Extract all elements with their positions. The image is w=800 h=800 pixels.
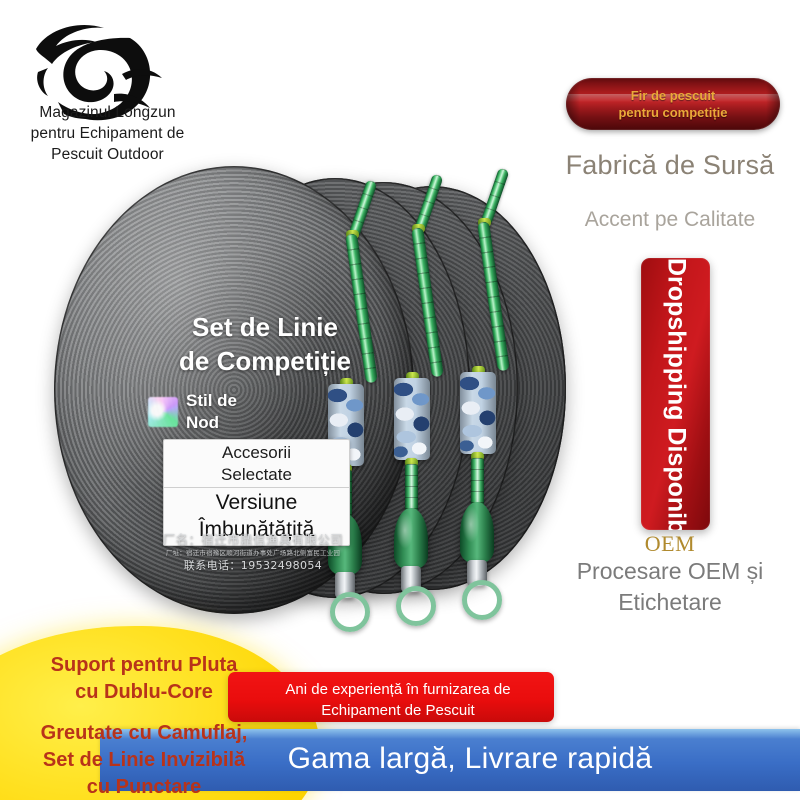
pill-text: Fir de pescuit pentru competiție: [566, 78, 780, 130]
dropshipping-banner-text: Dropshipping Disponibil: [662, 258, 690, 530]
swivel-ring-3: [462, 580, 502, 620]
accessories-line-1: Accesorii: [222, 443, 291, 462]
product-title: Set de Linie de Competiție: [140, 310, 390, 378]
feature-camo-line-3: cu Punctare: [86, 776, 202, 798]
metal-barrel-3: [467, 560, 487, 586]
stem-nub-2: [406, 372, 419, 381]
pill-cap-left: [566, 78, 580, 130]
oem-subtitle-line-2: Etichetare: [618, 589, 722, 615]
pill-line-1: Fir de pescuit: [630, 88, 716, 103]
product-spools-group: Set de Linie de Competiție Stil de Nod A…: [48, 162, 568, 632]
yellow-features-text: Suport pentru Pluta cu Dublu-Core Greuta…: [0, 652, 294, 800]
camo-weight-3: [460, 372, 496, 454]
dragon-swirl-logo-icon: [18, 16, 168, 131]
iridescent-sparkle-icon: [148, 397, 178, 427]
manufacturer-address-cn: 厂址：宿迁市宿豫区顺河街道办事处广场路北侧富民工业园: [165, 549, 341, 557]
float-stem-3: [477, 221, 510, 372]
swivel-ring-2: [396, 586, 436, 626]
accessories-line-2: Selectate: [221, 465, 292, 484]
fishing-rig-3: [452, 160, 522, 640]
feature-float-support: Suport pentru Pluta cu Dublu-Core: [0, 652, 294, 706]
stem-nub-3: [472, 366, 485, 375]
experience-line-2: Echipament de Pescuit: [321, 702, 475, 719]
green-bead-3: [460, 502, 494, 564]
quality-focus-heading: Accent pe Calitate: [584, 208, 756, 231]
metal-barrel-2: [401, 566, 421, 592]
feature-camo-weight: Greutate cu Camuflaj, Set de Linie Inviz…: [0, 720, 294, 800]
sleeve-nub-3: [471, 452, 484, 461]
source-factory-heading: Fabrică de Sursă: [565, 150, 775, 180]
experience-red-banner: [228, 672, 554, 722]
store-name-line-1: Magazinul Longzun: [39, 104, 176, 121]
experience-line-1: Ani de experiență în furnizarea de: [285, 681, 511, 698]
stem-nub-1: [340, 378, 353, 387]
product-title-line-1: Set de Linie: [192, 312, 338, 342]
experience-banner-text: Ani de experiență în furnizarea de Echip…: [248, 679, 548, 721]
store-name-line-3: Pescuit Outdoor: [51, 146, 164, 163]
pill-cap-right: [766, 78, 780, 130]
store-name: Magazinul Longzun pentru Echipament de P…: [0, 102, 215, 165]
feature-camo-line-2: Set de Linie Invizibilă: [42, 749, 246, 771]
green-bead-2: [394, 508, 428, 570]
knot-label-line-2: Nod: [186, 413, 220, 432]
version-row: Versiune Îmbunătățită: [164, 488, 349, 545]
accessories-row: Accesorii Selectate: [164, 440, 349, 488]
knot-label-line-1: Stil de: [186, 391, 238, 410]
manufacturer-phone-cn: 联系电话：19532498054: [183, 559, 323, 572]
dropshipping-vertical-banner: Dropshipping Disponibil: [641, 258, 710, 530]
pill-line-2: pentru competiție: [618, 105, 728, 120]
green-sleeve-2: [405, 464, 418, 512]
manufacturer-name-cn: 厂名：宿迁市鼎信渔具有限公司: [162, 532, 344, 547]
oem-subtitle: Procesare OEM și Etichetare: [530, 556, 800, 618]
feature-float-line-2: cu Dublu-Core: [75, 681, 213, 703]
manufacturer-info: 厂名：宿迁市鼎信渔具有限公司 厂址：宿迁市宿豫区顺河街道办事处广场路北侧富民工业…: [108, 532, 398, 574]
camo-weight-2: [394, 378, 430, 460]
knot-style-label: Stil de Nod: [186, 390, 237, 434]
float-stem-2: [411, 227, 444, 378]
version-line-2: Îmbunătățită: [198, 518, 315, 541]
feature-float-line-1: Suport pentru Pluta: [50, 654, 238, 676]
store-name-line-2: pentru Echipament de: [30, 125, 185, 142]
green-sleeve-3: [471, 458, 484, 506]
brand-logo-block: Magazinul Longzun pentru Echipament de P…: [0, 10, 215, 165]
oem-label: OEM: [644, 531, 696, 556]
version-line-1: Versiune: [215, 491, 298, 514]
swivel-ring-1: [330, 592, 370, 632]
range-delivery-blue-banner: [100, 729, 800, 791]
oem-subtitle-line-1: Procesare OEM și: [576, 558, 764, 584]
sleeve-nub-2: [405, 458, 418, 467]
knot-style-row: Stil de Nod: [148, 390, 348, 434]
product-title-line-2: de Competiție: [179, 346, 351, 376]
competition-line-pill-badge: Fir de pescuit pentru competiție: [566, 78, 780, 130]
fishing-rig-2: [386, 166, 456, 646]
metal-barrel-1: [335, 572, 355, 598]
range-delivery-text: Gama largă, Livrare rapidă: [287, 742, 653, 775]
selected-accessories-box: Accesorii Selectate Versiune Îmbunătățit…: [163, 439, 350, 546]
feature-camo-line-1: Greutate cu Camuflaj,: [40, 722, 248, 744]
